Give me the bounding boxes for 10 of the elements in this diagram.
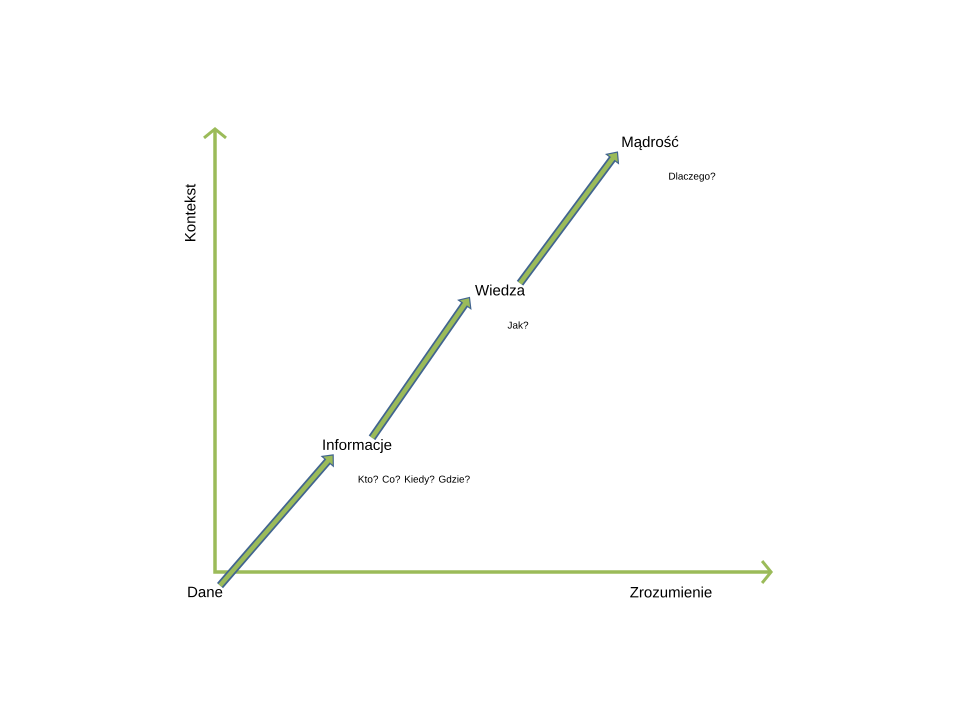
- stage-label: Wiedza: [475, 284, 526, 296]
- question-text: Jak?: [508, 321, 528, 329]
- axis-label: Kontekst: [184, 184, 196, 241]
- stage-label: Mądrość: [622, 136, 678, 150]
- axis-label: Zrozumienie: [630, 586, 712, 598]
- question-text: Dlaczego?: [669, 172, 716, 182]
- stage-label: Informacje: [323, 439, 392, 453]
- question-text: Kto? Co? Kiedy? Gdzie?: [358, 475, 470, 485]
- stage-label: Dane: [188, 586, 222, 598]
- arrow: [216, 454, 334, 588]
